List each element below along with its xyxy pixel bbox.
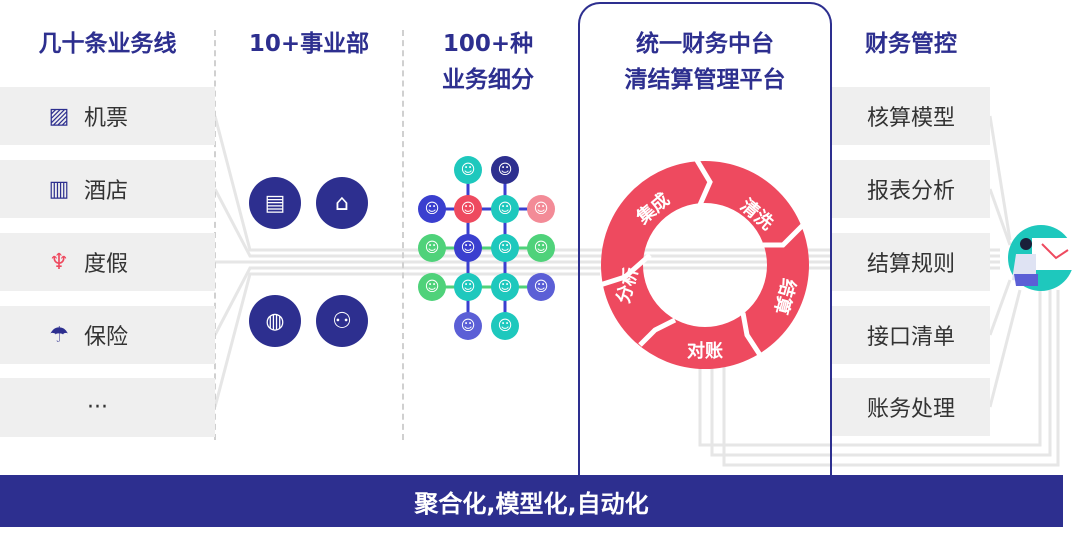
divider — [214, 30, 216, 440]
column-title-control: 财务管控 — [865, 31, 957, 57]
user-node-icon: ☺ — [527, 195, 555, 223]
user-node-icon: ☺ — [491, 273, 519, 301]
item-label: 酒店 — [84, 179, 129, 204]
business-item-insurance: ☂ 保险 — [0, 306, 215, 364]
process-cycle: 集成 清洗 结算 对账 分析 — [599, 158, 809, 369]
store-icon: ⌂ — [316, 177, 368, 229]
team-icon: ⚇ — [316, 295, 368, 347]
user-node-icon: ☺ — [491, 312, 519, 340]
column-title-departments: 10+事业部 — [248, 31, 370, 57]
hub-frame — [578, 2, 832, 479]
user-node-icon: ☺ — [527, 234, 555, 262]
user-node-icon: ☺ — [454, 195, 482, 223]
hub-subtitle: 清结算管理平台 — [624, 67, 786, 93]
divider — [402, 30, 404, 440]
business-item-more: ··· — [0, 378, 215, 437]
user-node-icon: ☺ — [491, 234, 519, 262]
user-node-icon: ☺ — [418, 273, 446, 301]
ticket-icon: ▨ — [48, 103, 70, 129]
user-node-icon: ☺ — [454, 234, 482, 262]
palm-tree-icon: ♆ — [49, 249, 69, 275]
business-item-vacation: ♆ 度假 — [0, 233, 215, 291]
control-item: 结算规则 — [832, 233, 990, 291]
item-label: ··· — [87, 395, 108, 420]
user-node-icon: ☺ — [454, 312, 482, 340]
item-label: 保险 — [84, 325, 129, 350]
user-node-icon: ☺ — [418, 195, 446, 223]
user-node-icon: ☺ — [491, 195, 519, 223]
column-title-segments-2: 业务细分 — [442, 67, 534, 93]
building-icon: ▥ — [48, 176, 70, 202]
control-item: 接口清单 — [832, 306, 990, 364]
column-title-segments: 100+种 — [442, 31, 534, 57]
user-node-icon: ☺ — [454, 273, 482, 301]
umbrella-icon: ☂ — [49, 322, 69, 348]
footer-banner: 聚合化,模型化,自动化 — [0, 475, 1063, 527]
cycle-step: 对账 — [687, 340, 723, 362]
column-title-business-lines: 几十条业务线 — [38, 31, 177, 57]
user-node-icon: ☺ — [454, 156, 482, 184]
control-item: 报表分析 — [832, 160, 990, 218]
analyst-illustration — [1008, 225, 1076, 291]
user-node-icon: ☺ — [491, 156, 519, 184]
user-node-icon: ☺ — [418, 234, 446, 262]
clipboard-icon: ▤ — [249, 177, 301, 229]
item-label: 机票 — [84, 106, 129, 131]
business-item-hotel: ▥ 酒店 — [0, 160, 215, 218]
control-item: 账务处理 — [832, 378, 990, 436]
item-label: 度假 — [84, 252, 129, 277]
hub-title: 统一财务中台 — [636, 31, 774, 57]
globe-icon: ◍ — [249, 295, 301, 347]
business-item-flight: ▨ 机票 — [0, 87, 215, 145]
user-node-icon: ☺ — [527, 273, 555, 301]
control-item: 核算模型 — [832, 87, 990, 145]
